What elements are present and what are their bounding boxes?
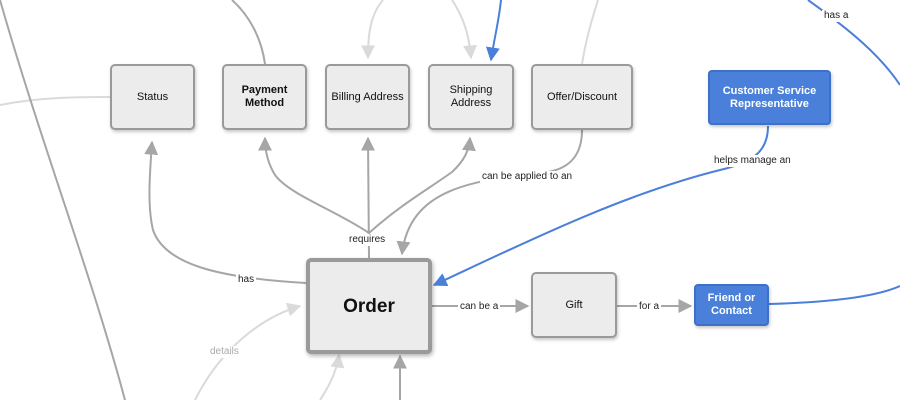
edge-label-has-a: has a [822,10,851,22]
edge-label-details: details [208,346,241,358]
edge-label-has: has [236,274,257,286]
edge-faint-to-billing [361,0,384,60]
edge-label-for-a: for a [637,301,662,313]
node-friend-or-contact[interactable]: Friend or Contact [694,284,769,326]
edge-has [144,140,307,284]
edge-faint-top-offer [581,0,599,65]
edge-label-can-be-a: can be a [458,301,501,313]
node-order[interactable]: Order [306,258,432,354]
edge-top-payment [231,0,266,65]
node-billing-address[interactable]: Billing Address [325,64,410,130]
node-status[interactable]: Status [110,64,195,130]
node-gift[interactable]: Gift [531,272,617,338]
node-customer-service-representative[interactable]: Customer Service Representative [708,70,831,125]
node-shipping-address[interactable]: Shipping Address [428,64,514,130]
node-offer-discount[interactable]: Offer/Discount [531,64,633,130]
node-payment-method[interactable]: Payment Method [222,64,307,130]
edge-requires-shipping [368,136,476,234]
edge-faint-bottom-order [319,353,345,400]
edge-blue-top-shipping [485,0,502,62]
edge-label-can-be-applied: can be applied to an [480,171,575,183]
edge-blue-helps-manage [432,125,769,287]
edge-faint-details [194,302,302,400]
edge-blue-has-a [807,0,900,86]
edge-blue-friend-right [768,285,900,305]
edge-can-be-applied [396,129,583,256]
edge-faint-left-status [0,96,111,106]
edge-requires-payment [258,136,370,234]
edge-faint-top-shipping [451,0,478,60]
edge-label-requires: requires [347,234,388,246]
edge-long-left-curve [0,0,126,400]
edge-label-helps-manage: helps manage an [712,155,793,167]
